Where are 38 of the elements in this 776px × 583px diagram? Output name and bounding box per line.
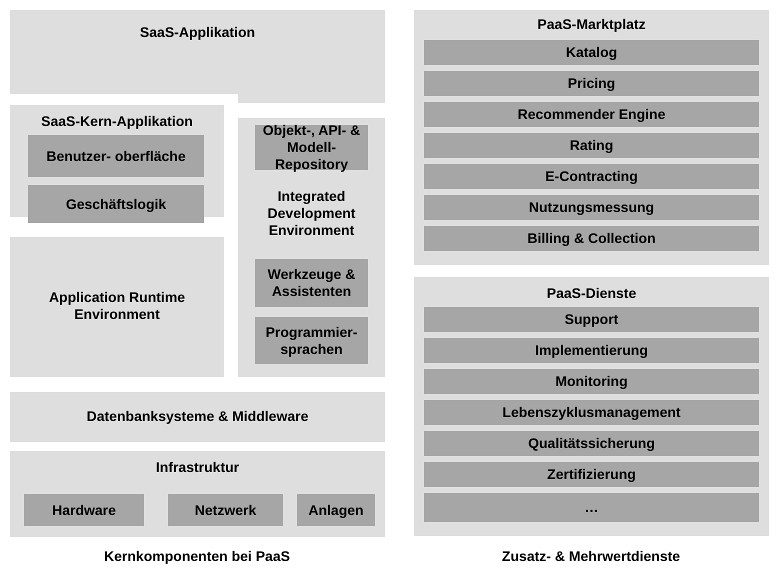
component-box: Qualitätssicherung [424, 431, 759, 456]
panel-title: SaaS-Kern-Applikation [40, 113, 194, 130]
panel-title: Datenbanksysteme & Middleware [86, 408, 310, 425]
component-box: Rating [424, 133, 759, 158]
component-box: Geschäftslogik [28, 185, 204, 223]
component-box: Programmier- sprachen [255, 317, 368, 364]
component-box: E-Contracting [424, 164, 759, 189]
component-box: Lebenszyklusmanagement [424, 400, 759, 425]
component-box: Recommender Engine [424, 102, 759, 127]
component-box: Support [424, 307, 759, 332]
component-box: Netzwerk [168, 494, 283, 526]
layer-panel [10, 392, 385, 442]
layer-panel [414, 277, 769, 536]
component-box: Pricing [424, 71, 759, 96]
layer-panel [238, 118, 385, 377]
component-box: Nutzungsmessung [424, 195, 759, 220]
component-box: Benutzer- oberfläche [28, 135, 204, 177]
layer-panel [10, 451, 385, 537]
component-box: Zertifizierung [424, 462, 759, 487]
component-box: Objekt-, API- & Modell-Repository [255, 125, 368, 170]
column-caption: Zusatz- & Mehrwertdienste [502, 548, 680, 564]
panel-title: PaaS-Marktplatz [536, 16, 647, 33]
panel-title: PaaS-Dienste [546, 285, 638, 302]
layer-panel [10, 237, 224, 377]
layer-panel [414, 10, 769, 265]
panel-title: Application Runtime Environment [48, 289, 186, 323]
component-box: Billing & Collection [424, 226, 759, 251]
component-box: Implementierung [424, 338, 759, 363]
component-box: Hardware [24, 494, 144, 526]
column-caption: Kernkomponenten bei PaaS [104, 548, 290, 564]
component-box: … [424, 493, 759, 522]
component-box: Anlagen [297, 494, 375, 526]
panel-title: SaaS-Applikation [138, 24, 256, 41]
component-box: Werkzeuge & Assistenten [255, 259, 368, 307]
panel-title: Integrated Development Environment [266, 188, 356, 239]
panel-title: Infrastruktur [154, 459, 240, 476]
component-box: Monitoring [424, 369, 759, 394]
component-box: Katalog [424, 40, 759, 65]
